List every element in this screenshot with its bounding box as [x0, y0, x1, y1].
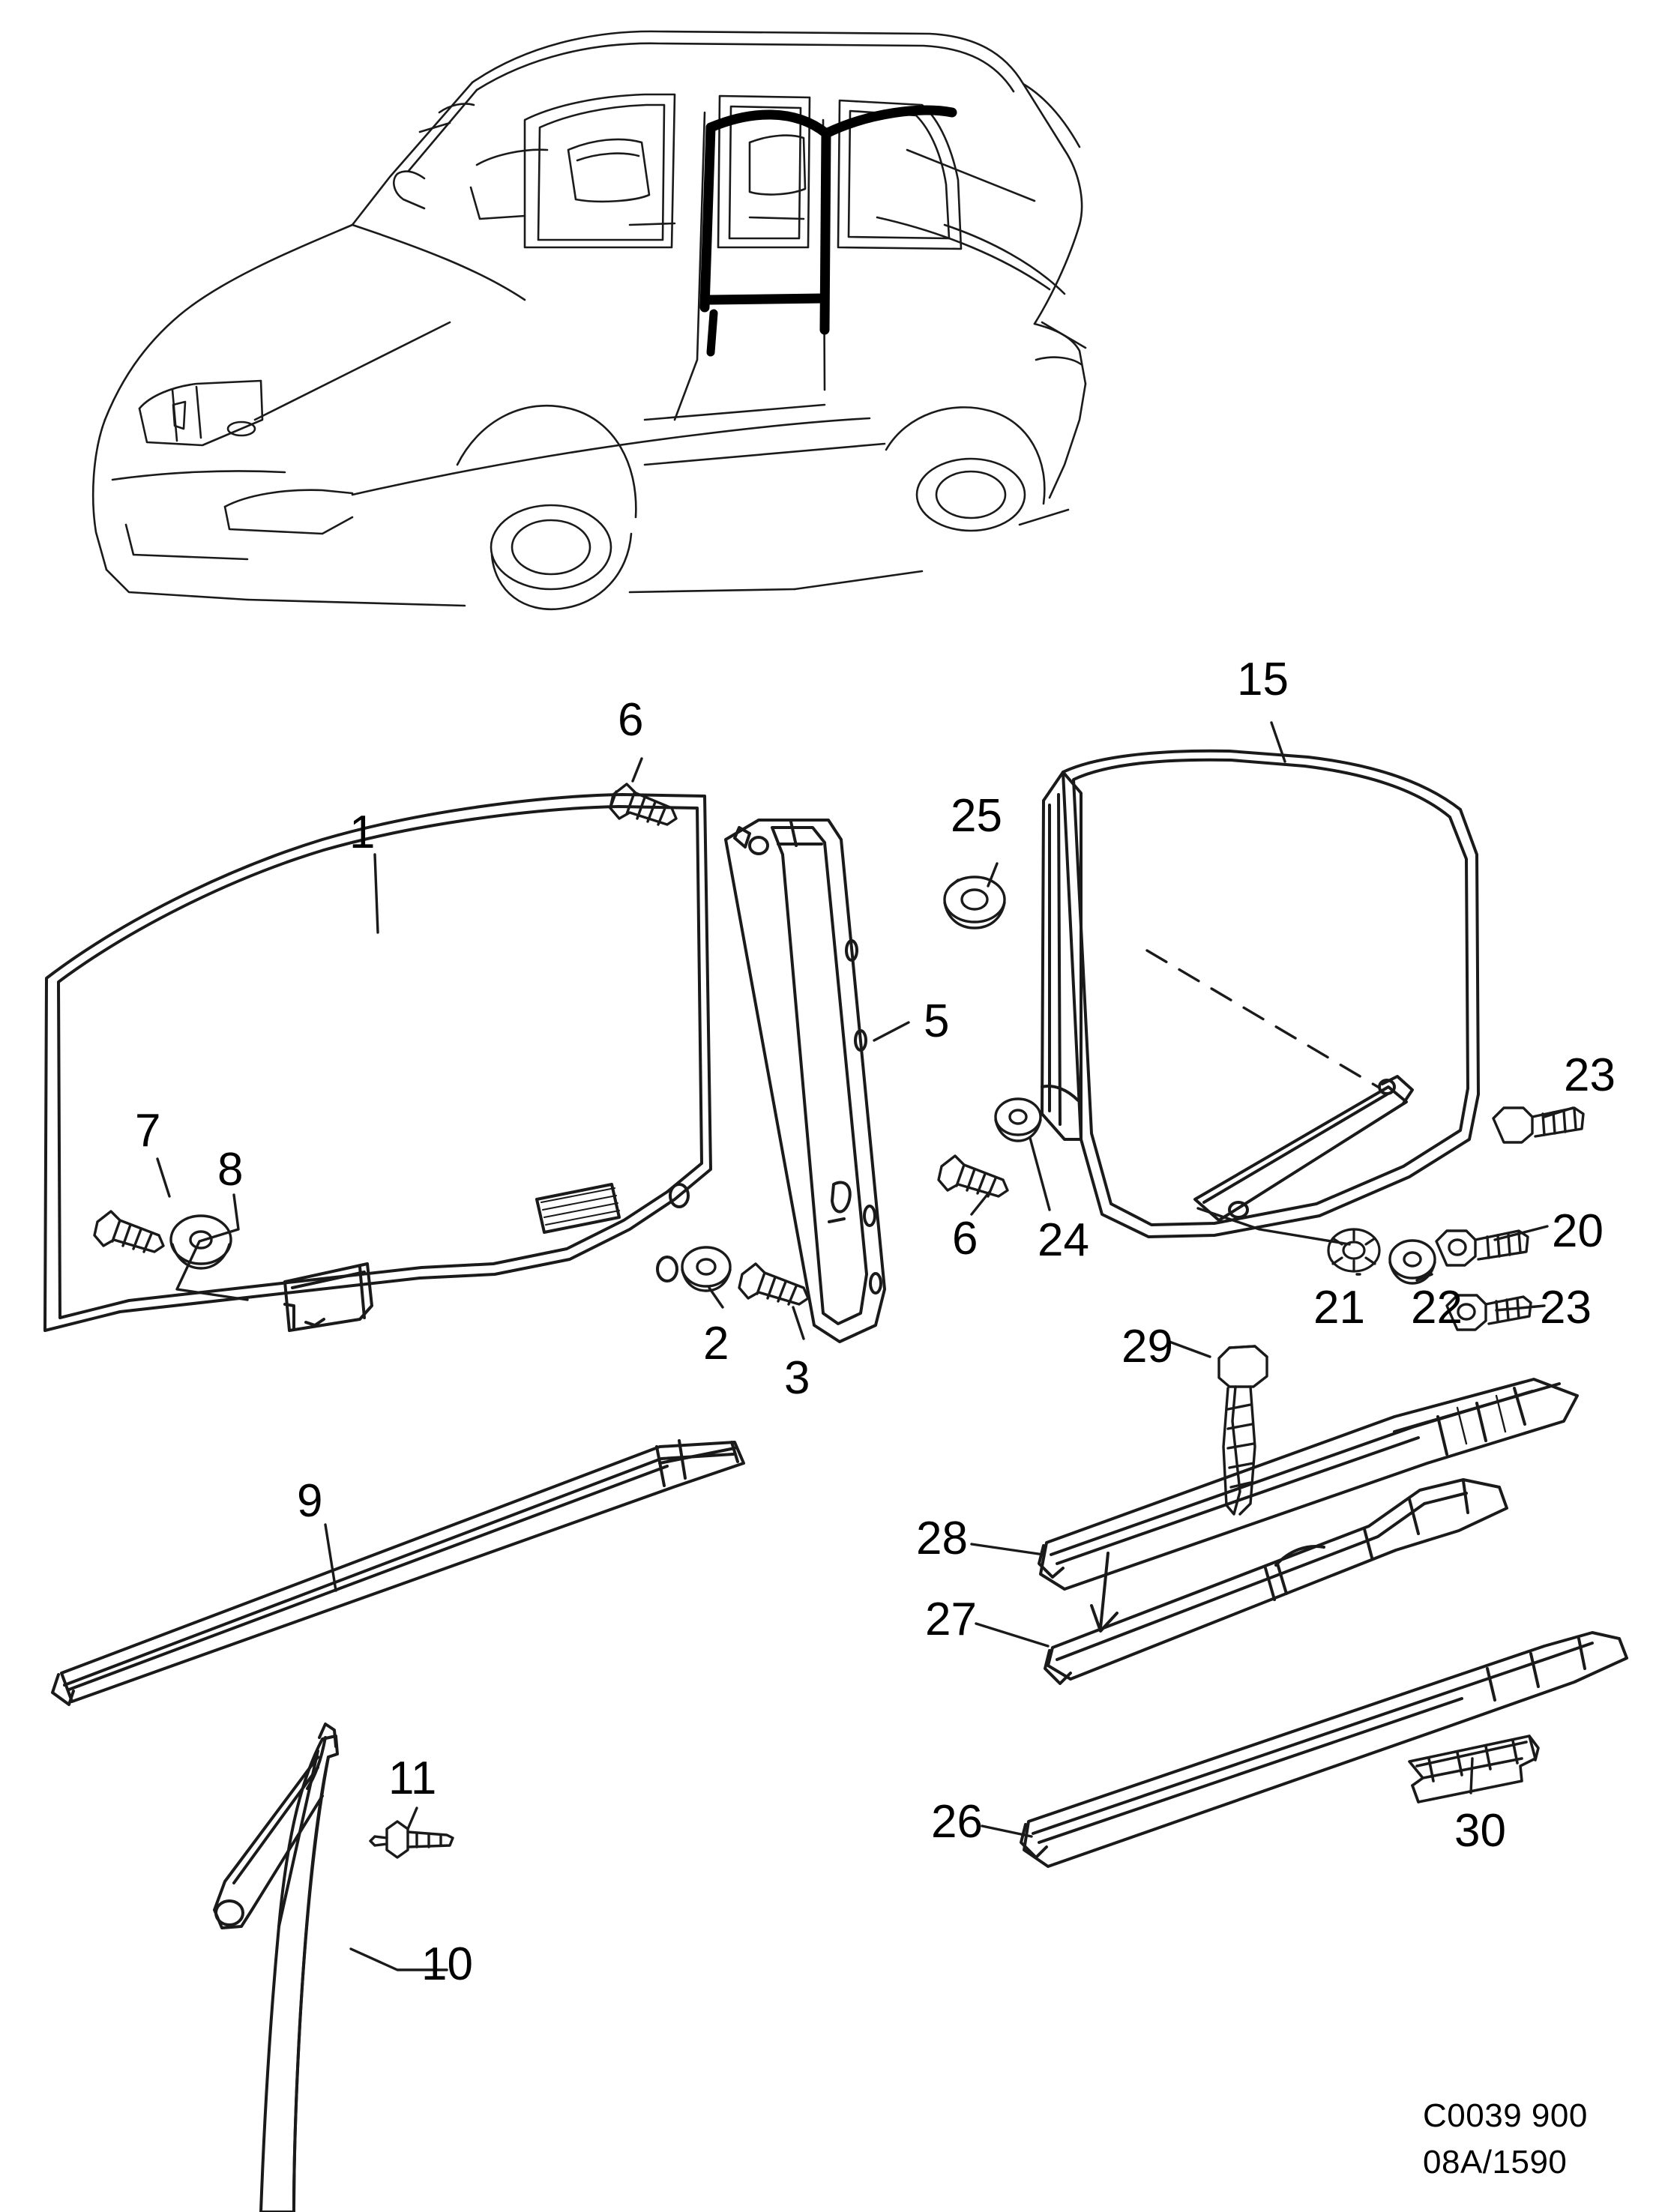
- callout-6-upper: 6: [618, 694, 644, 746]
- callout-20: 20: [1552, 1205, 1604, 1257]
- part-27-inner-weatherstrip: [1044, 1478, 1508, 1685]
- part-26-lower-moulding: [1020, 1631, 1628, 1868]
- callout-25: 25: [951, 790, 1002, 842]
- callout-6-lower: 6: [952, 1213, 978, 1265]
- fastener-6-upper: [609, 783, 678, 826]
- highlighted-weatherstrip-lower: [706, 309, 718, 357]
- part-30-clip: [1408, 1735, 1540, 1803]
- part-9-belt-weatherstrip: [51, 1439, 745, 1706]
- fastener-11-stud: [369, 1820, 454, 1859]
- callout-22: 22: [1411, 1282, 1463, 1333]
- callout-28: 28: [916, 1513, 968, 1564]
- callout-8: 8: [217, 1144, 244, 1196]
- callout-23-lower: 23: [1540, 1282, 1592, 1333]
- callout-27: 27: [925, 1594, 977, 1645]
- fastener-20-bolt: [1435, 1229, 1529, 1267]
- callout-26: 26: [931, 1796, 983, 1848]
- fastener-3-screw: [738, 1262, 810, 1306]
- part-10-frame-seal: [213, 1723, 339, 2212]
- part-15-quarter-glass: [1041, 749, 1480, 1238]
- callout-15: 15: [1237, 654, 1289, 705]
- car-illustration: [91, 30, 1087, 611]
- callout-9: 9: [297, 1475, 323, 1527]
- part-1-front-door-glass: [43, 793, 712, 1332]
- callout-3: 3: [784, 1352, 810, 1404]
- callout-30: 30: [1454, 1805, 1506, 1857]
- leader-lines: [156, 721, 1574, 1971]
- part-28-outer-weatherstrip: [1038, 1378, 1579, 1591]
- weatherstrip-assembly-arrow: [1090, 1552, 1118, 1633]
- callout-1: 1: [349, 807, 376, 858]
- highlighted-weatherstrip: [699, 105, 957, 335]
- callout-11: 11: [388, 1753, 437, 1804]
- fastener-22-washer: [1388, 1239, 1436, 1285]
- reference-sub-code: 08A/1590: [1423, 2144, 1568, 2181]
- fastener-21-toothed-washer: [1327, 1228, 1381, 1273]
- callout-5: 5: [924, 995, 950, 1047]
- callout-29: 29: [1121, 1321, 1173, 1372]
- callout-24: 24: [1038, 1214, 1089, 1266]
- fastener-2-washer: [681, 1246, 732, 1292]
- callout-7: 7: [135, 1105, 161, 1157]
- fastener-6-lower: [937, 1154, 1009, 1198]
- fastener-24-washer: [994, 1097, 1042, 1142]
- fastener-23-upper-bolt: [1492, 1106, 1585, 1144]
- callout-21: 21: [1313, 1282, 1365, 1333]
- callout-2: 2: [703, 1318, 729, 1369]
- fastener-25-nut: [943, 876, 1006, 929]
- fastener-7-screw: [93, 1210, 165, 1253]
- fastener-29-plastic-screw: [1217, 1345, 1268, 1516]
- callout-23-upper: 23: [1564, 1049, 1616, 1101]
- callout-10: 10: [421, 1938, 473, 1990]
- fastener-8-washer: [169, 1214, 232, 1270]
- reference-code: C0039 900: [1423, 2097, 1588, 2134]
- part-5-guide-rail: [724, 819, 886, 1343]
